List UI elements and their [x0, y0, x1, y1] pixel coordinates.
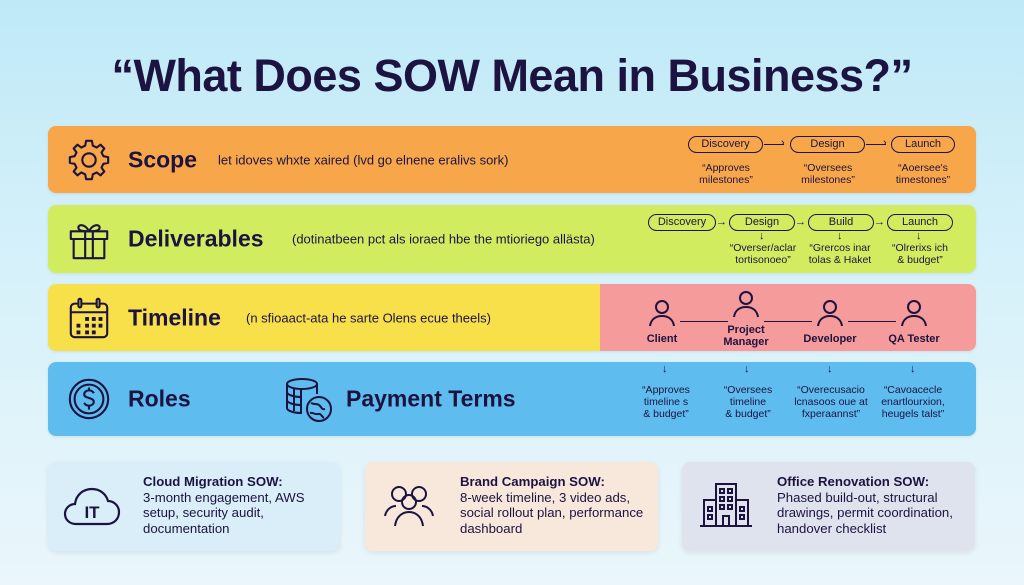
timeline-band: Timeline (n sfioaact-ata he sarte Olens … — [48, 284, 976, 351]
deliverables-description: (dotinatbeen pct als ioraed hbe the mtio… — [292, 231, 595, 247]
arrow-down-icon: ↓ — [910, 363, 916, 375]
arrow-down-icon: ↓ — [744, 363, 750, 375]
scope-band: Scope let idoves whxte xaired (lvd go el… — [48, 126, 976, 193]
arrow-right-icon: → — [716, 216, 727, 228]
gear-icon — [68, 139, 110, 180]
stage-note: “Grercos inar tolas & Haket — [808, 242, 872, 266]
arrow-right-icon: › — [883, 137, 887, 149]
example-body: Phased build-out, structural drawings, p… — [777, 489, 953, 536]
page-title: “What Does SOW Mean in Business?” — [111, 50, 913, 101]
timeline-description: (n sfioaact-ata he sarte Olens ecue thee… — [246, 310, 491, 325]
stage-note: “Approves milestones” — [699, 162, 753, 186]
example-card-office-renovation: Office Renovation SOW: Phased build-out,… — [682, 462, 975, 551]
gift-icon — [69, 224, 109, 260]
deliverables-band: Deliverables (dotinatbeen pct als ioraed… — [48, 205, 976, 273]
stage-pill-discovery: Discovery — [648, 214, 716, 231]
person-icon — [733, 291, 759, 318]
scope-label: Scope — [128, 146, 198, 172]
roles-people-panel — [600, 284, 976, 351]
team-people-icon — [384, 486, 434, 527]
arrow-down-icon: ↓ — [837, 230, 843, 242]
roles-band: Roles Payment Terms ↓ ↓ ↓ ↓ “Approves ti… — [48, 362, 976, 436]
example-card-cloud-migration: IT Cloud Migration SOW: 3-month engageme… — [48, 462, 340, 551]
payment-terms-label: Payment Terms — [346, 385, 516, 412]
role-note: “Oversees timeline & budget” — [723, 384, 773, 420]
example-title: Brand Campaign SOW: — [460, 474, 605, 489]
stage-pill-design: Design — [729, 214, 795, 231]
stage-pill-design: Design — [790, 136, 865, 153]
stage-pill-launch: Launch — [887, 214, 953, 231]
connector-line — [848, 321, 896, 323]
example-card-text: Brand Campaign SOW: 8-week timeline, 3 v… — [460, 474, 655, 536]
stage-pill-launch: Launch — [891, 136, 955, 153]
connector-line — [866, 144, 886, 146]
svg-text:IT: IT — [84, 503, 100, 522]
example-title: Cloud Migration SOW: — [143, 474, 283, 489]
example-card-text: Office Renovation SOW: Phased build-out,… — [777, 474, 972, 536]
cloud-it-icon: IT — [63, 487, 121, 526]
connector-line — [764, 321, 812, 323]
person-label-project-manager: Project Manager — [723, 324, 769, 348]
stage-pill-discovery: Discovery — [688, 136, 763, 153]
timeline-label: Timeline — [128, 304, 221, 330]
connector-line — [680, 321, 728, 323]
stage-note: “Overser/aclar tortisonoeo” — [729, 242, 797, 266]
stage-note: “Olrerixs ich & budget” — [891, 242, 948, 266]
example-card-text: Cloud Migration SOW: 3-month engagement,… — [143, 474, 338, 536]
coin-stack-globe-icon — [286, 378, 332, 422]
connector-line — [764, 144, 784, 146]
role-note: “Approves timeline s & budget” — [642, 384, 690, 420]
stage-note: “Oversees milestones” — [801, 162, 855, 186]
person-label-qa-tester: QA Tester — [888, 333, 940, 345]
example-card-brand-campaign: Brand Campaign SOW: 8-week timeline, 3 v… — [365, 462, 658, 551]
example-body: 8-week timeline, 3 video ads, social rol… — [460, 489, 644, 536]
example-body: 3-month engagement, AWS setup, security … — [143, 489, 305, 536]
arrow-down-icon: ↓ — [759, 230, 765, 242]
role-note: “Overecusacio lcnasoos oue at fxperaanns… — [794, 384, 868, 420]
person-icon — [817, 300, 843, 327]
person-label-developer: Developer — [803, 333, 857, 345]
arrow-right-icon: → — [874, 216, 885, 228]
arrow-down-icon: ↓ — [662, 363, 668, 375]
dollar-coin-icon — [68, 378, 110, 420]
person-label-client: Client — [646, 333, 678, 345]
calendar-icon — [69, 297, 109, 338]
arrow-right-icon: → — [795, 216, 806, 228]
person-icon — [649, 300, 675, 327]
stage-note: “Aoersee's timestones” — [895, 162, 951, 186]
stage-pill-build: Build — [808, 214, 874, 231]
arrow-right-icon: › — [781, 137, 785, 149]
arrow-down-icon: ↓ — [827, 363, 833, 375]
roles-label: Roles — [128, 385, 191, 412]
role-note: “Cavoacecle enartlourxion, heugels talst… — [881, 384, 945, 420]
example-title: Office Renovation SOW: — [777, 474, 930, 489]
deliverables-label: Deliverables — [128, 225, 264, 252]
scope-description: let idoves whxte xaired (lvd go elnene e… — [218, 152, 509, 167]
office-building-icon — [700, 483, 752, 527]
person-icon — [901, 300, 927, 327]
arrow-down-icon: ↓ — [916, 230, 922, 242]
